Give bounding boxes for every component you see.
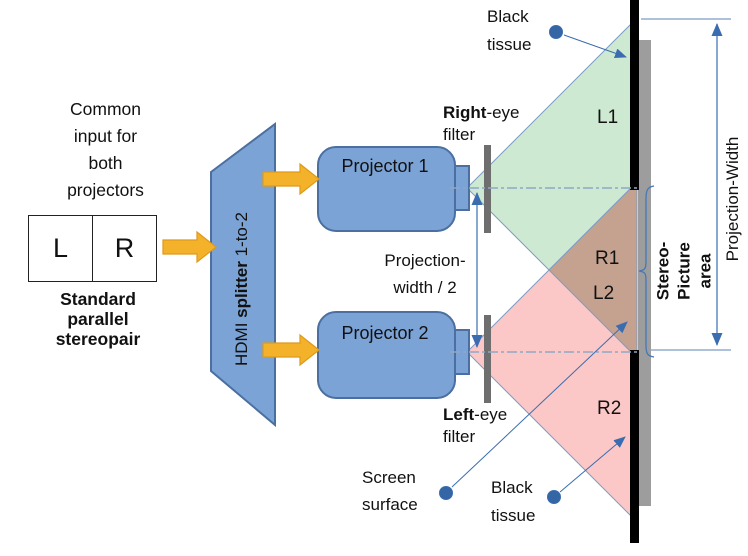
black-tissue-top-dot [549,25,563,39]
right-filter-line2: filter [443,125,476,144]
black-tissue-bottom-label: Black tissue [491,478,536,525]
left-filter-rest: -eye [474,405,508,424]
left-eye-filter-label: Left-eye filter [443,404,507,448]
stereopair-caption: Standard parallel stereopair [55,289,141,349]
projector2-label: Projector 2 [341,323,429,343]
right-filter-rest: -eye [486,103,520,122]
signal-arrow-projector2-icon [262,333,320,367]
screen-surface-dot [439,486,453,500]
hdmi-splitter-label: HDMI splitter 1-to-2 [232,212,252,366]
projection-width-label: Projection-Width [723,136,742,262]
projection-width-half-label: Projection- width / 2 [384,251,466,297]
stereopair-right-cell: R [114,233,135,263]
zone-r2: R2 [597,398,622,419]
screen-surface-leader [451,321,628,488]
signal-arrow-projector1-icon [262,162,320,196]
signal-arrow-input-icon [162,230,217,264]
left-eye-filter-bar [484,315,491,403]
black-tissue-top-leader [563,34,627,59]
black-tissue-top-label: Black tissue [487,7,532,54]
right-eye-filter-bar [484,145,491,233]
splitter-label-prefix: HDMI [232,317,251,366]
projector1-label: Projector 1 [341,156,429,176]
zone-l1: L1 [597,107,619,128]
zone-r1: R1 [595,248,620,269]
black-tissue-top-segment [630,0,639,190]
stereo-area-brace [638,185,655,358]
black-tissue-bottom-dot [547,490,561,504]
stereo-picture-area-label: Stereo-Picture area [653,241,715,301]
black-tissue-bottom-segment [630,350,639,543]
right-filter-bold: Right [443,103,487,122]
zone-l2: L2 [593,283,615,304]
stereopair-box: L R [28,215,157,282]
splitter-label-bold: splitter [232,261,251,318]
projector2-body [317,311,456,399]
right-eye-filter-label: Right-eye filter [443,102,520,146]
screen-surface-label: Screen surface [362,468,418,514]
stereo-overlap-region [548,180,638,360]
left-filter-bold: Left [443,405,475,424]
splitter-label-suffix: 1-to-2 [232,212,251,262]
common-input-label: Common input for both projectors [67,99,144,200]
black-tissue-bottom-leader [559,436,626,493]
hdmi-splitter-shape [210,122,276,428]
left-filter-line2: filter [443,427,476,446]
stereopair-left-cell: L [29,216,93,281]
projector1-body [317,146,456,232]
